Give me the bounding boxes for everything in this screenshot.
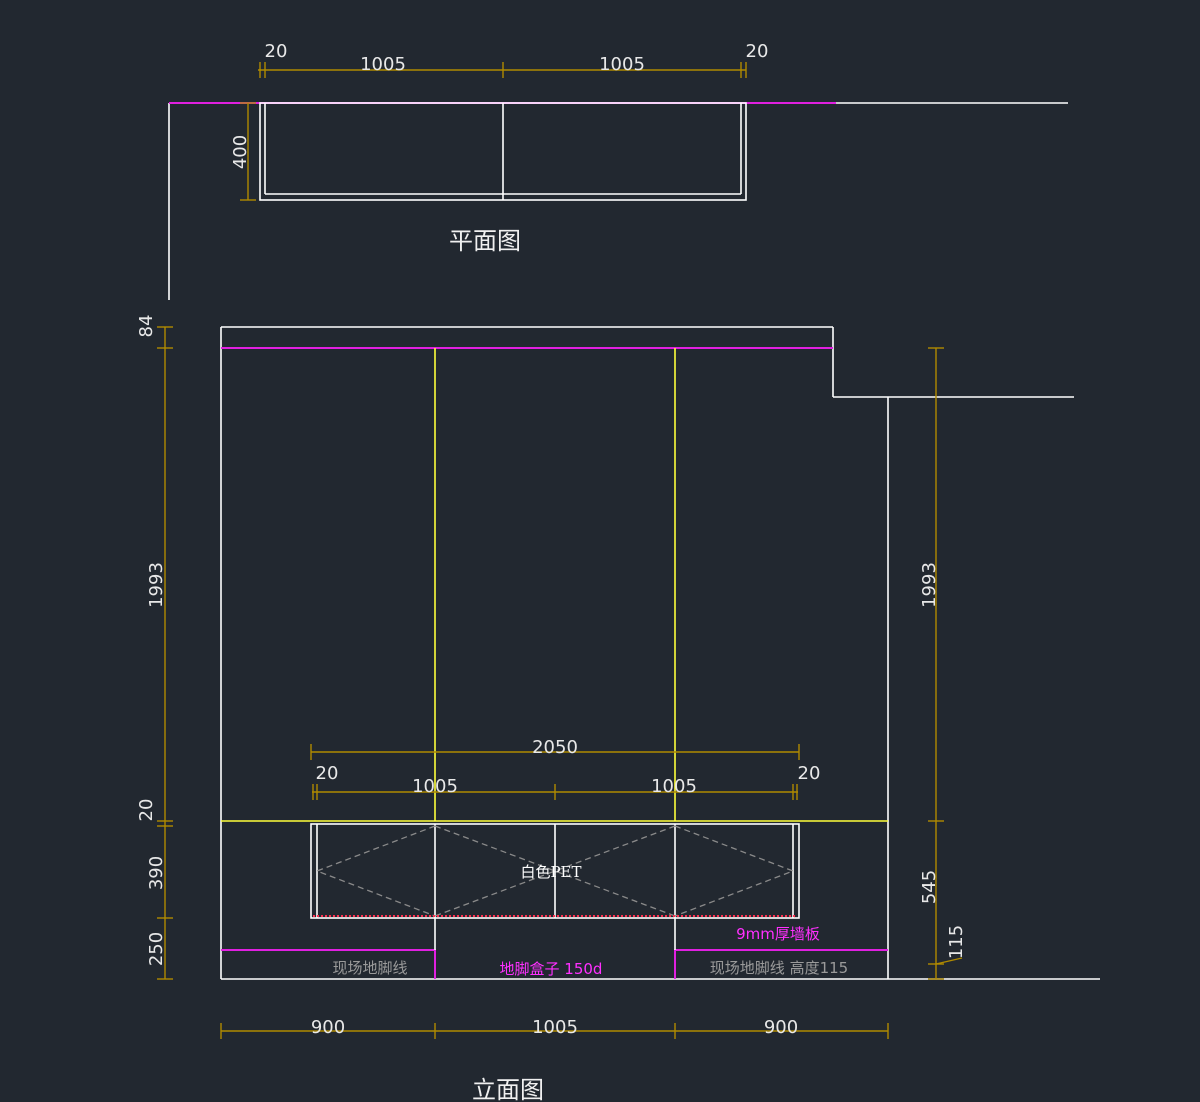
plan-dim-left-gap: 20 <box>265 41 288 62</box>
elev-dim-base: 250 <box>146 932 167 966</box>
elev-dim-inner-left-gap: 20 <box>316 763 339 784</box>
elev-dim-top: 84 <box>136 315 157 338</box>
elevation-bottom-dimension: 900 1005 900 <box>220 1017 889 1039</box>
skirting-area: 9mm厚墙板 现场地脚线 地脚盒子 150d 现场地脚线 高度115 <box>221 918 888 979</box>
plan-dim-depth: 400 <box>230 135 251 169</box>
plan-cabinet <box>259 102 747 201</box>
elev-dim-inner-panel-right: 1005 <box>651 776 697 797</box>
elev-dim-cabinet: 390 <box>146 856 167 890</box>
elev-dim-total: 2050 <box>532 737 578 758</box>
elev-dim-inner-panel-left: 1005 <box>412 776 458 797</box>
elev-dim-bottom-middle: 1005 <box>532 1017 578 1038</box>
elevation-wall-outline <box>220 326 1100 980</box>
elevation-inner-total-dimension: 2050 <box>310 737 800 760</box>
elev-dim-main-right: 1993 <box>919 562 940 608</box>
plinth-box-note: 地脚盒子 150d <box>500 960 603 978</box>
plan-depth-dimension: 400 <box>230 102 256 201</box>
plan-dim-right-gap: 20 <box>746 41 769 62</box>
elevation-title: 立面图 <box>472 1076 544 1102</box>
elevation-view: 84 1993 20 390 250 2050 <box>136 315 1100 1102</box>
elev-dim-skirting: 115 <box>946 925 967 959</box>
skirting-right-note: 现场地脚线 高度115 <box>710 959 848 977</box>
plan-dim-panel-right: 1005 <box>599 54 645 75</box>
elev-dim-main-left: 1993 <box>146 562 167 608</box>
elevation-inner-chain-dimension: 20 1005 1005 20 <box>312 763 820 800</box>
wall-panel-note: 9mm厚墙板 <box>736 925 820 943</box>
skirting-left-note: 现场地脚线 <box>332 959 407 977</box>
elev-dim-gap: 20 <box>136 799 157 822</box>
elev-dim-inner-right-gap: 20 <box>798 763 821 784</box>
plan-title: 平面图 <box>449 227 521 255</box>
elevation-right-dimension: 1993 545 115 <box>919 347 967 980</box>
plan-dim-panel-left: 1005 <box>360 54 406 75</box>
elevation-left-dimension: 84 1993 20 390 250 <box>136 315 173 980</box>
cabinet-elevation: 白色PET <box>310 823 800 919</box>
plan-top-dimension: 20 1005 1005 20 <box>258 41 768 78</box>
elev-dim-bottom-right: 900 <box>764 1017 798 1038</box>
cabinet-material-label: 白色PET <box>520 863 581 881</box>
elev-dim-bottom-left: 900 <box>311 1017 345 1038</box>
elev-dim-lower-right: 545 <box>919 870 940 904</box>
plan-view: 20 1005 1005 20 400 平面图 <box>168 41 1068 300</box>
